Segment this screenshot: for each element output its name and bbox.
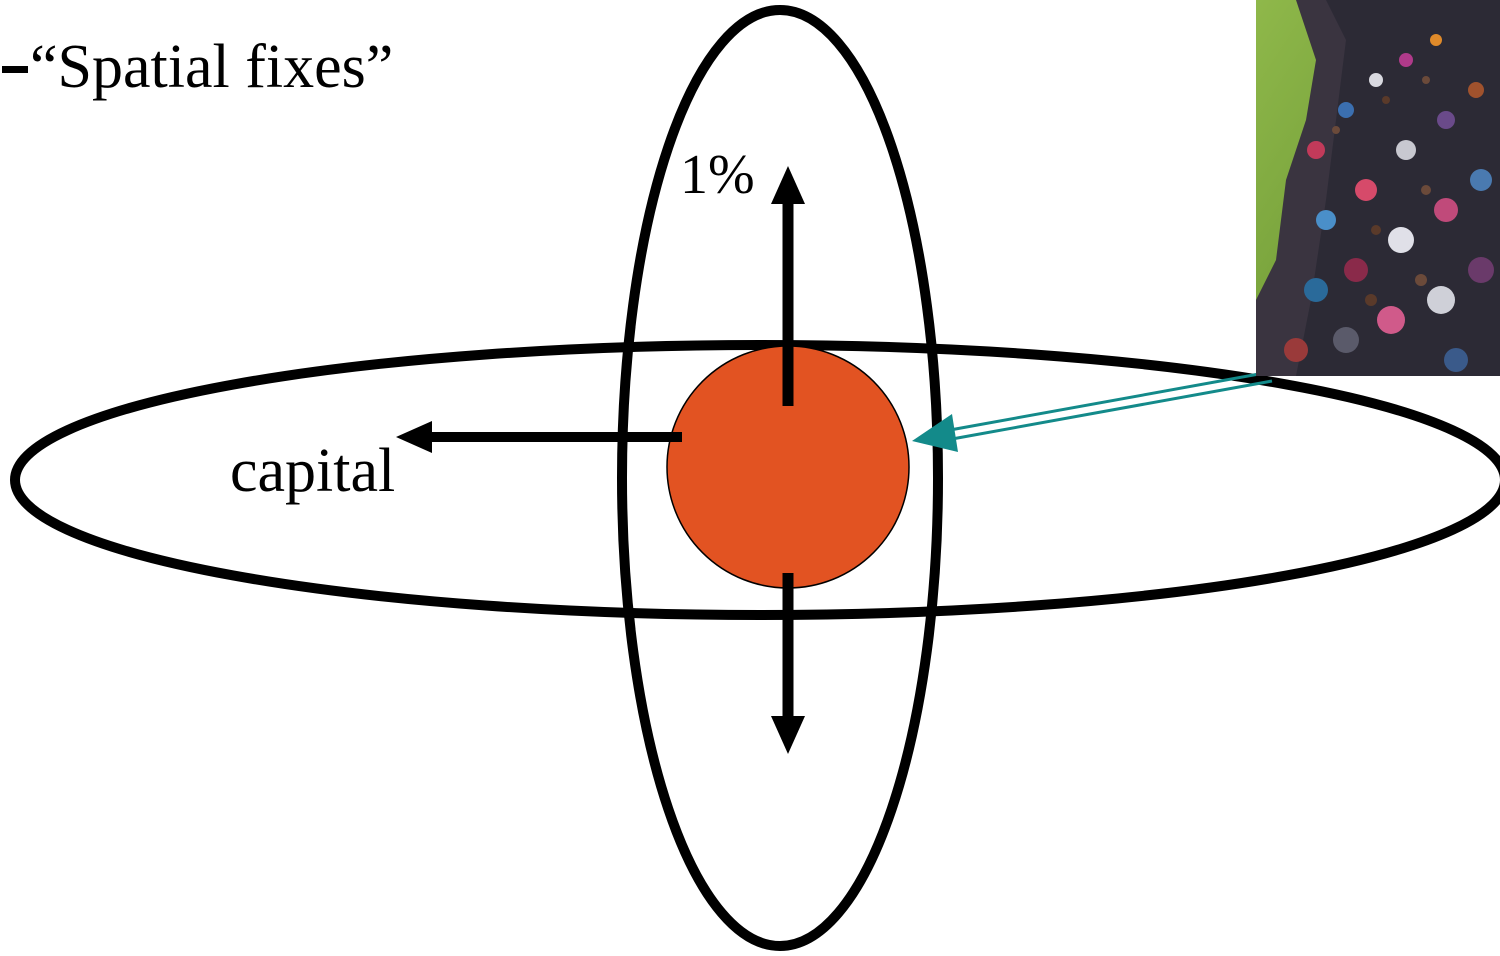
up-arrow-head <box>771 166 805 204</box>
incoming-arrow-head <box>912 414 958 452</box>
top-label: 1% <box>680 144 755 206</box>
vertical-ellipse <box>617 5 943 951</box>
title-bullet <box>2 66 28 73</box>
left-label: capital <box>230 437 396 505</box>
incoming-arrow-line-2 <box>951 379 1273 441</box>
down-arrow-head <box>771 716 805 754</box>
horizontal-ellipse <box>10 340 1500 620</box>
title-text: “Spatial fixes” <box>30 33 394 101</box>
crowd-photo <box>1256 0 1500 376</box>
incoming-arrow-line-1 <box>949 370 1271 432</box>
left-arrow-head <box>396 421 432 453</box>
crowd-photo-image <box>1256 0 1500 376</box>
